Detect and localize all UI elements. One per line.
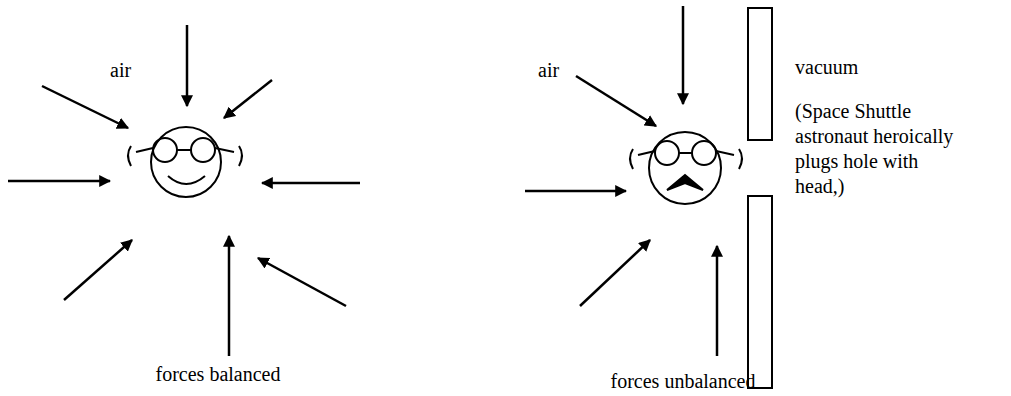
sad-face — [630, 132, 742, 204]
air-label: air — [110, 58, 131, 83]
caption-label: forces unbalanced — [611, 369, 756, 394]
air-label: air — [538, 58, 559, 83]
vacuum-label: vacuum — [795, 55, 858, 80]
caption-label: forces balanced — [156, 362, 281, 387]
happy-face — [128, 127, 242, 197]
note-label: (Space Shuttle astronaut heroically plug… — [795, 99, 965, 199]
air-pressure-arrows — [8, 6, 717, 356]
hull-wall — [748, 8, 772, 388]
